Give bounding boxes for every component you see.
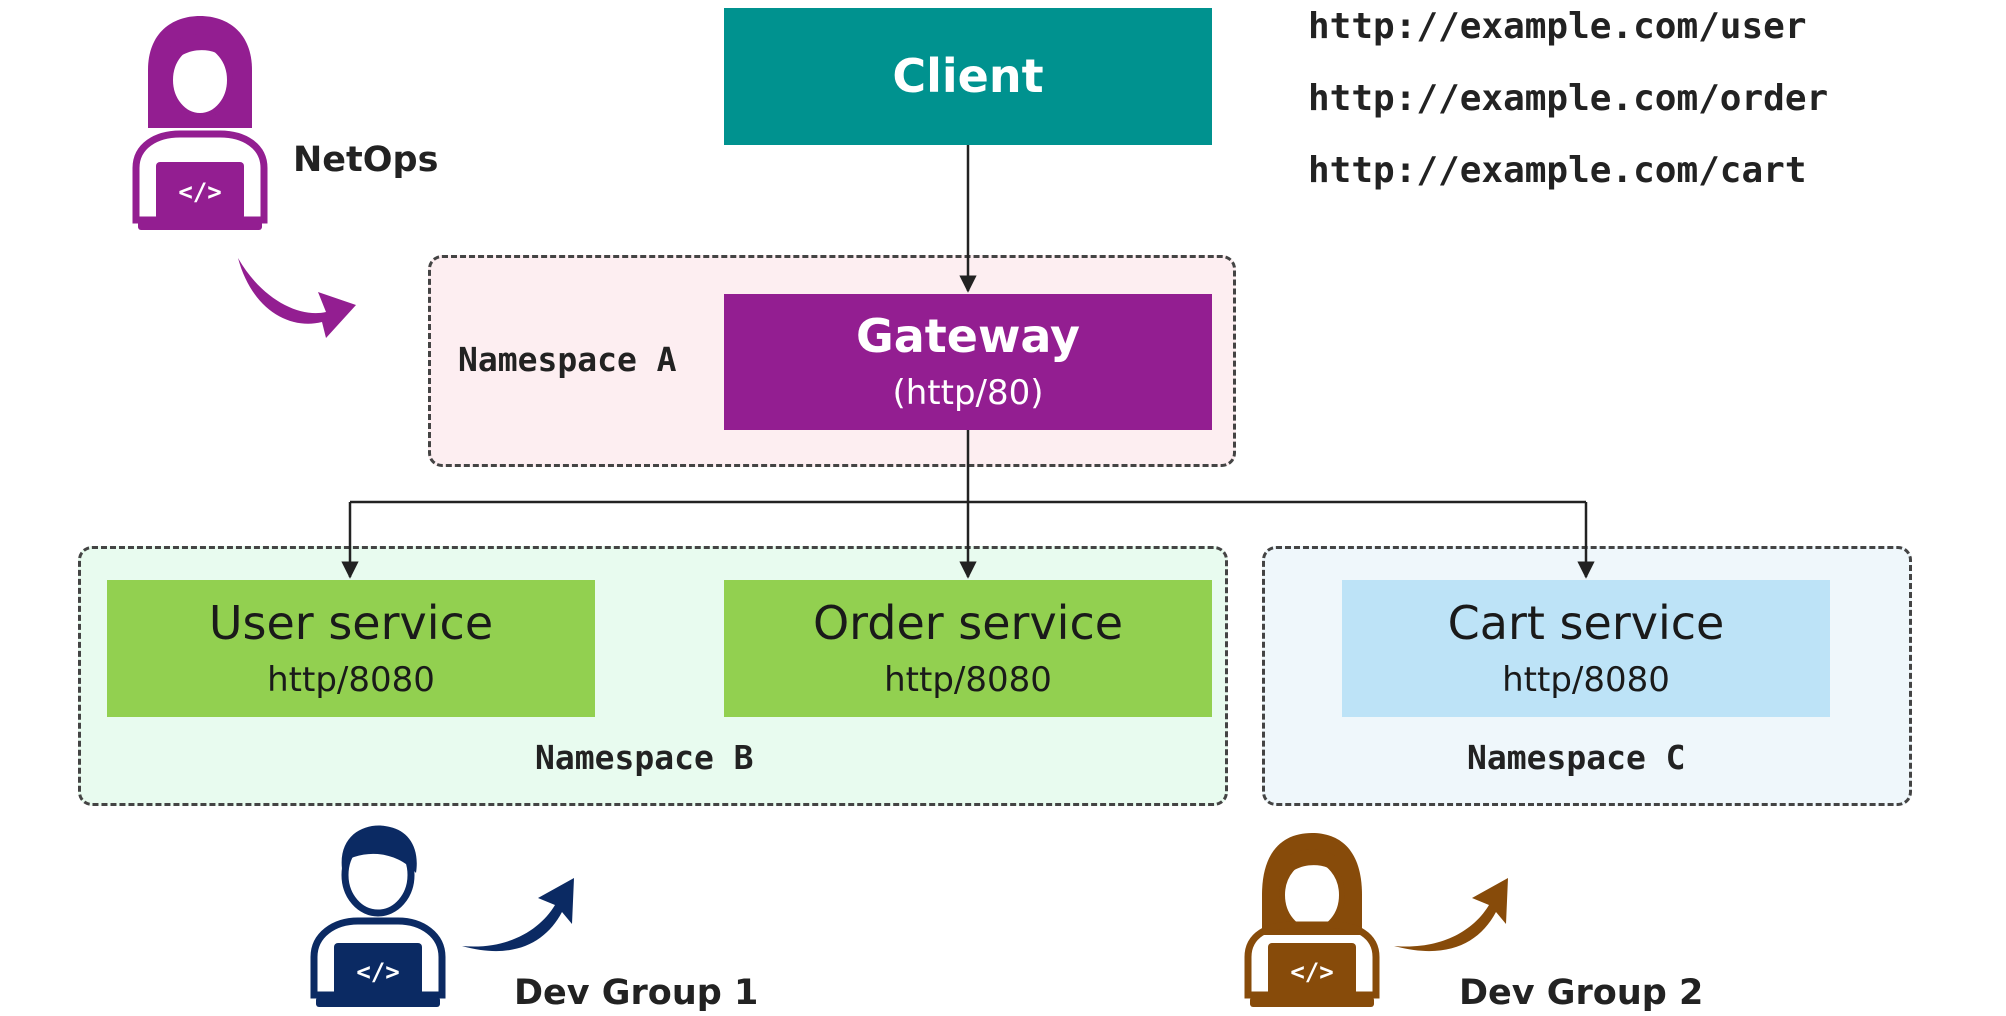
developer-female-icon: </> xyxy=(132,16,268,230)
client-label: Client xyxy=(892,49,1044,104)
order-service-label: Order service xyxy=(812,595,1124,650)
client-box: Client xyxy=(724,8,1212,145)
cart-service-port: http/8080 xyxy=(1502,659,1670,700)
user-service-port: http/8080 xyxy=(267,659,435,700)
dev-group-1-label: Dev Group 1 xyxy=(514,973,759,1013)
dev-group-2-curved-arrow-icon xyxy=(1394,878,1508,952)
developer-female-icon: </> xyxy=(1244,833,1380,1007)
netops-label: NetOps xyxy=(293,140,439,180)
order-service-box: Order service http/8080 xyxy=(724,580,1212,717)
url-cart: http://example.com/cart xyxy=(1308,150,1807,191)
url-user: http://example.com/user xyxy=(1308,6,1807,47)
user-service-label: User service xyxy=(208,595,494,650)
namespace-c-label: Namespace C xyxy=(1467,738,1686,777)
svg-text:</>: </> xyxy=(356,958,399,986)
svg-text:</>: </> xyxy=(178,178,221,206)
namespace-a-label: Namespace A xyxy=(458,340,677,379)
developer-male-icon: </> xyxy=(310,825,446,1007)
order-service-port: http/8080 xyxy=(884,659,1052,700)
gateway-label: Gateway xyxy=(855,309,1081,364)
svg-text:</>: </> xyxy=(1290,958,1333,986)
namespace-b-label: Namespace B xyxy=(535,738,754,777)
dev-group-2-label: Dev Group 2 xyxy=(1459,973,1704,1013)
netops-curved-arrow-icon xyxy=(238,258,356,338)
cart-service-box: Cart service http/8080 xyxy=(1342,580,1830,717)
gateway-port: (http/80) xyxy=(892,373,1044,414)
gateway-box: Gateway (http/80) xyxy=(724,294,1212,430)
user-service-box: User service http/8080 xyxy=(107,580,595,717)
dev-group-1-curved-arrow-icon xyxy=(462,878,574,952)
cart-service-label: Cart service xyxy=(1447,595,1725,650)
url-order: http://example.com/order xyxy=(1308,78,1829,119)
